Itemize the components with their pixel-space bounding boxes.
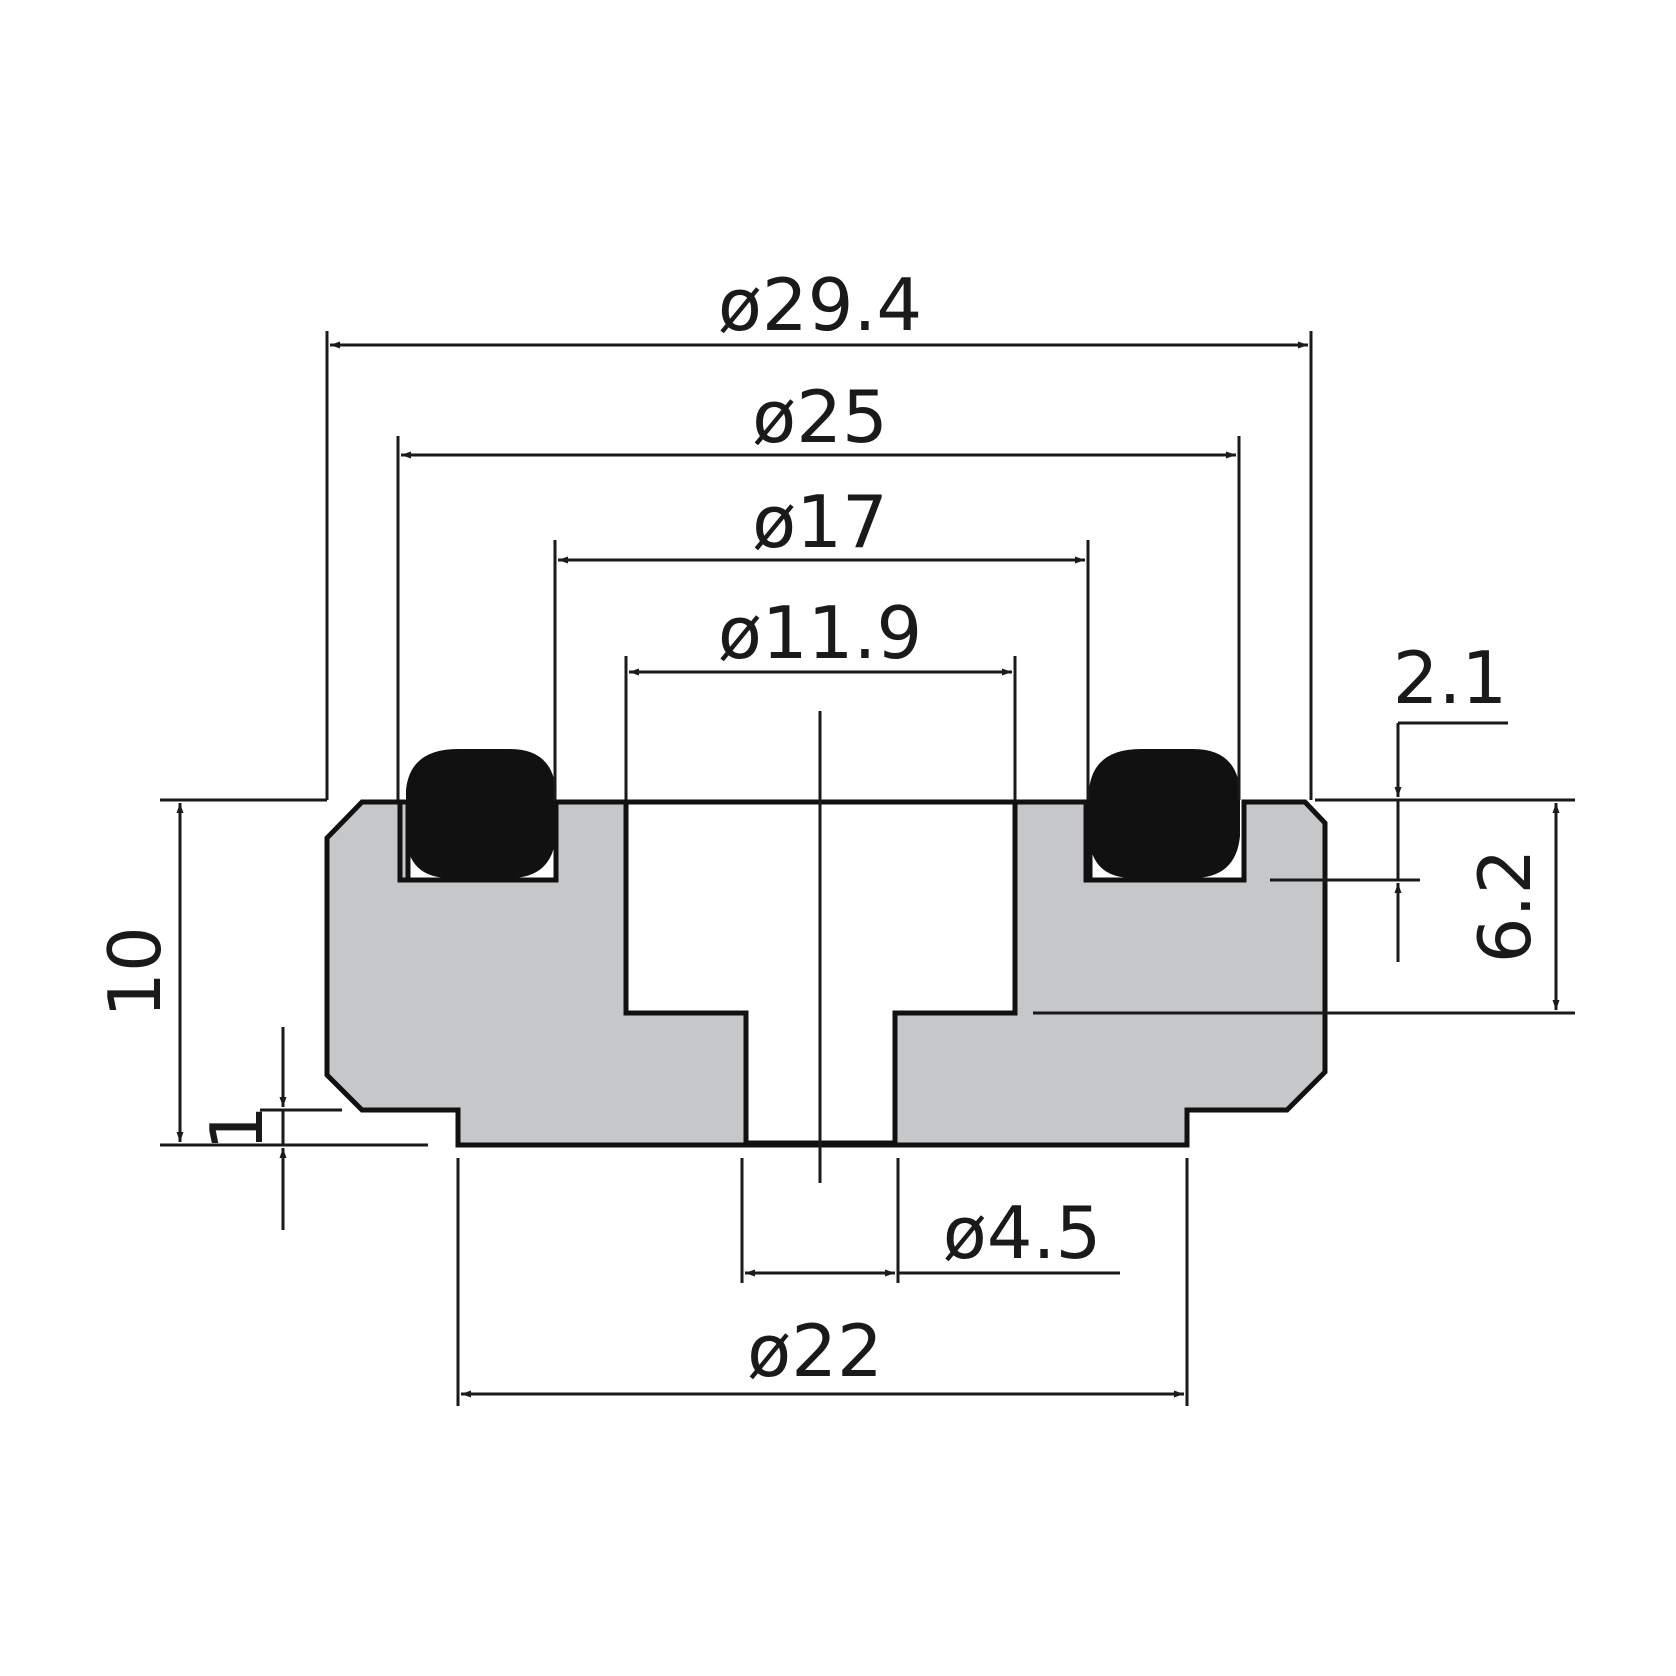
label-seal-outer-diameter: ø25 [752, 375, 888, 459]
part-cross-section [324, 711, 1328, 1183]
label-bore-diameter: ø11.9 [718, 591, 922, 675]
label-hole-diameter: ø4.5 [943, 1191, 1102, 1275]
label-groove-depth: 2.1 [1393, 636, 1508, 720]
oring-left [406, 749, 556, 878]
label-total-height: 10 [93, 926, 177, 1018]
oring-right [1089, 749, 1240, 878]
groove-left-outline [397, 802, 559, 883]
label-seal-inner-diameter: ø17 [752, 480, 888, 564]
dimension-lines [176, 341, 1560, 1398]
dimension-labels: ø29.4 ø25 ø17 ø11.9 ø4.5 ø22 2.1 10 1 6.… [93, 263, 1547, 1393]
label-bore-depth: 6.2 [1463, 849, 1547, 964]
groove-right-outline [1083, 802, 1247, 883]
extension-lines [160, 331, 1575, 1406]
label-base-diameter: ø22 [747, 1309, 883, 1393]
label-outer-diameter: ø29.4 [718, 263, 922, 347]
label-base-step-height: 1 [195, 1105, 279, 1151]
